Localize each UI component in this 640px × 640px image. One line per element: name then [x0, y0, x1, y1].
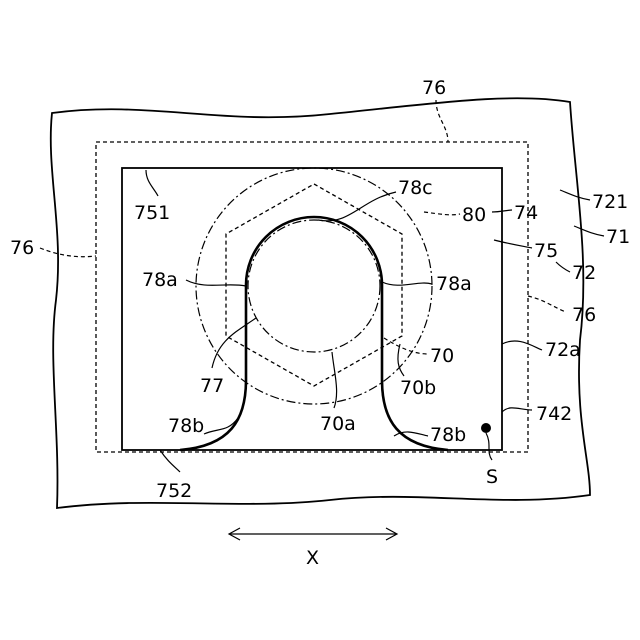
label-78b-left: 78b [168, 415, 204, 437]
leader-76-top [436, 100, 448, 142]
label-76-left: 76 [10, 237, 34, 259]
label-78c: 78c [398, 177, 433, 199]
leader-72a [502, 341, 542, 350]
leader-78a-right [382, 282, 432, 285]
leader-751 [146, 170, 158, 196]
leader-77 [212, 318, 256, 368]
leader-76-right [528, 296, 566, 312]
leader-721 [560, 190, 590, 200]
hexagon-nut-70 [226, 184, 402, 386]
dashed-region-76 [96, 142, 528, 452]
label-70a: 70a [320, 413, 356, 435]
label-70b: 70b [400, 377, 436, 399]
label-71: 71 [606, 226, 630, 248]
leader-78c [318, 192, 396, 221]
label-72a: 72a [545, 339, 581, 361]
label-75: 75 [534, 240, 558, 262]
leader-71 [574, 226, 604, 236]
label-742: 742 [536, 403, 572, 425]
label-72: 72 [572, 262, 596, 284]
leader-76-left [40, 248, 96, 257]
keyhole-slot-78 [180, 217, 448, 450]
label-78a-left: 78a [142, 269, 178, 291]
leader-72 [556, 262, 570, 272]
plate-outline [51, 98, 590, 508]
leader-s [486, 433, 492, 460]
label-x: X [306, 547, 319, 569]
leader-78a-left [186, 280, 246, 286]
label-77: 77 [200, 375, 224, 397]
label-76-top: 76 [422, 77, 446, 99]
label-76-right: 76 [572, 304, 596, 326]
inner-circle-70a [248, 220, 380, 352]
label-74: 74 [514, 202, 538, 224]
point-s [481, 423, 491, 433]
label-s: S [486, 466, 498, 488]
leader-80 [424, 212, 460, 215]
outer-circle-80 [196, 168, 432, 404]
leader-752 [160, 450, 180, 472]
label-80: 80 [462, 204, 486, 226]
opening-rect-75 [122, 168, 502, 450]
leader-70 [384, 338, 428, 354]
label-70: 70 [430, 345, 454, 367]
label-751: 751 [134, 202, 170, 224]
label-752: 752 [156, 480, 192, 502]
label-78a-right: 78a [436, 273, 472, 295]
label-78b-right: 78b [430, 424, 466, 446]
label-721: 721 [592, 191, 628, 213]
leader-75 [494, 240, 532, 248]
leader-70a [332, 352, 337, 408]
